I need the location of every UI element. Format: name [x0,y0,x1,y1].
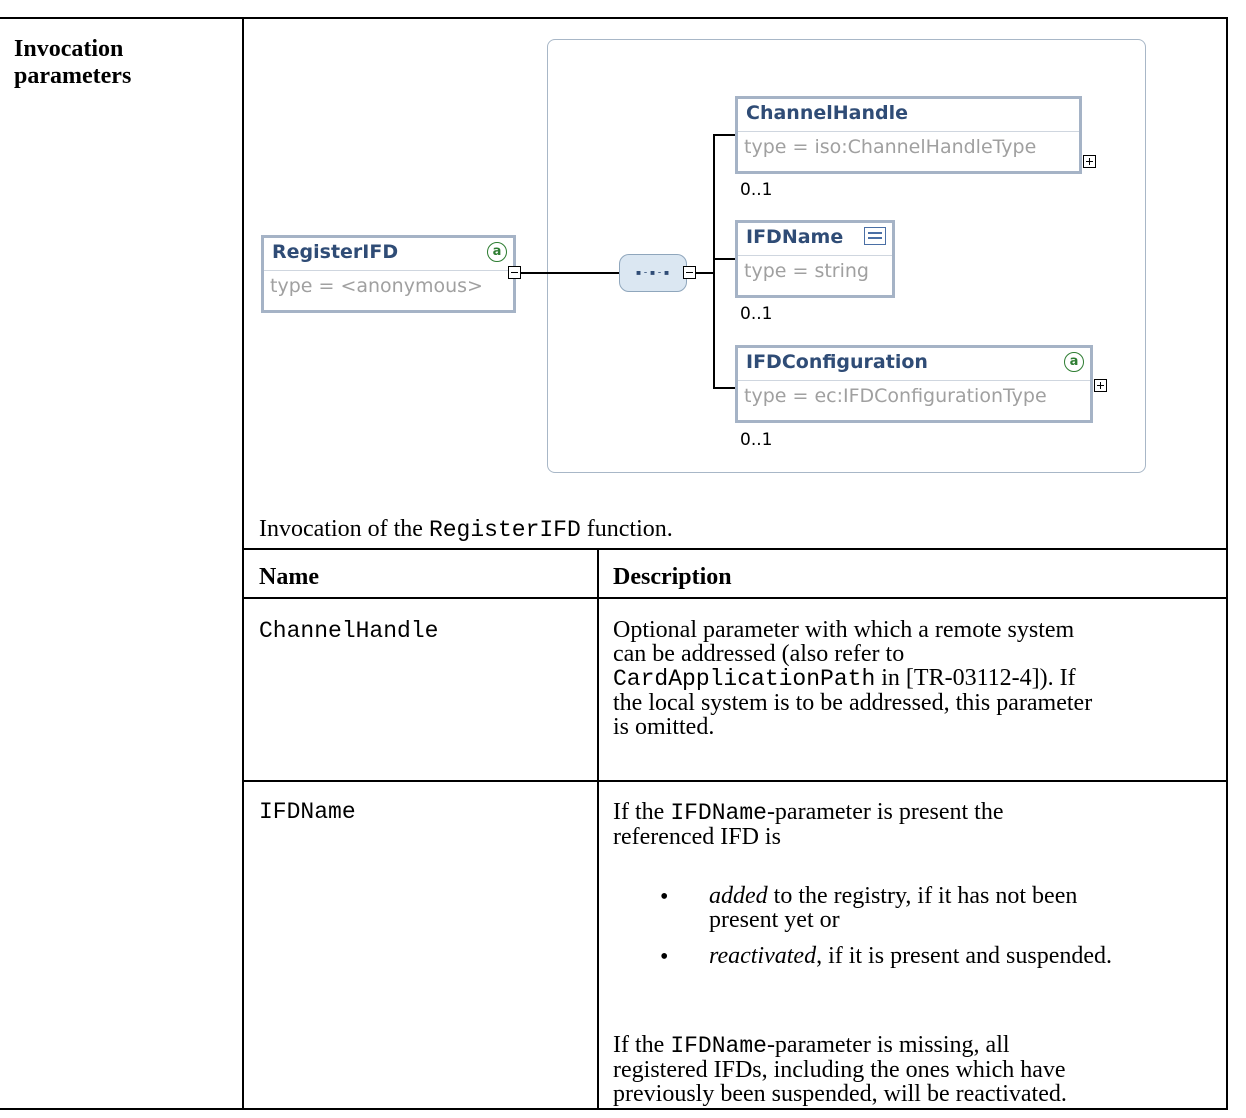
desc-paragraph-1: If the IFDName-parameter is present the … [613,800,1218,849]
child-element-box-ifdconfiguration[interactable]: IFDConfiguration a type = ec:IFDConfigur… [735,345,1093,423]
desc-line: If the IFDName-parameter is missing, all [613,1033,1218,1058]
desc-line: is omitted. [613,714,715,740]
child-element-name-text: IFDName [746,226,844,248]
desc-line: can be addressed (also refer to [613,641,905,667]
desc-line: added to the registry, if it has not bee… [709,884,1219,908]
simple-content-icon [864,227,886,245]
attribute-icon: a [487,242,507,262]
root-element-type: type = <anonymous> [264,270,513,297]
bullet-icon: • [660,884,669,910]
child-occurrence: 0..1 [740,180,773,200]
sequence-dots-icon: ▪-▪-▪ [635,267,671,279]
connector-to-channelhandle [713,134,735,136]
caption-code: RegisterIFD [428,517,581,543]
table-border-right [1226,17,1228,1110]
sequence-compositor-icon[interactable]: ▪-▪-▪ [619,254,687,292]
inner-table-column-divider [597,548,599,1110]
param-description-channelhandle: Optional parameter with which a remote s… [613,618,1218,739]
desc-line: reactivated, if it is present and suspen… [709,944,1224,968]
collapse-icon[interactable] [683,266,696,279]
desc-code: IFDName [670,1033,767,1059]
row-label: Invocation parameters [14,36,132,89]
child-element-type: type = iso:ChannelHandleType [738,131,1079,158]
desc-text: , if it is present and suspended. [816,943,1113,969]
connector-branch-vertical [713,134,715,387]
desc-line: referenced IFD is [613,824,781,850]
inner-table-row-divider [242,780,1227,782]
child-element-box-ifdname[interactable]: IFDName type = string [735,220,895,298]
desc-text: in [TR-03112-4]). If [875,665,1076,691]
desc-text: If the [613,1032,671,1058]
root-element-name: RegisterIFD a [264,238,513,270]
desc-line: CardApplicationPath in [TR-03112-4]). If [613,666,1218,691]
table-border-left-column-divider [242,17,244,1110]
desc-line: Optional parameter with which a remote s… [613,617,1075,643]
param-name-ifdname: IFDName [259,799,356,825]
desc-line: registered IFDs, including the ones whic… [613,1057,1066,1083]
connector-root-to-sequence [516,272,620,274]
root-element-name-text: RegisterIFD [272,241,399,263]
inner-table-header-bottom [242,597,1227,599]
child-occurrence: 0..1 [740,430,773,450]
desc-text: If the [613,799,671,825]
desc-text: to the registry, if it has not been [767,883,1078,909]
desc-text: -parameter is present the [766,799,1004,825]
expand-icon[interactable] [1094,379,1107,392]
caption-text-before: Invocation of the [259,516,429,542]
connector-sequence-to-branch [688,272,714,274]
desc-line: present yet or [709,907,840,933]
bullet-item-reactivated: reactivated, if it is present and suspen… [709,944,1224,968]
bullet-icon: • [660,944,669,970]
desc-emphasis: added [709,883,768,909]
connector-to-ifdconfiguration [713,387,735,389]
bullet-item-added: added to the registry, if it has not bee… [709,884,1219,932]
inner-table-header-top [242,548,1227,550]
diagram-caption: Invocation of the RegisterIFD function. [259,516,673,543]
desc-emphasis: reactivated [709,943,817,969]
child-element-box-channelhandle[interactable]: ChannelHandle type = iso:ChannelHandleTy… [735,96,1082,174]
child-element-name-text: IFDConfiguration [746,351,928,373]
caption-text-after: function. [580,516,673,542]
sequence-frame [547,39,1146,473]
child-element-type: type = ec:IFDConfigurationType [738,380,1090,407]
expand-icon[interactable] [1083,155,1096,168]
child-element-type: type = string [738,255,892,282]
table-border-bottom [0,1108,1228,1110]
desc-text: -parameter is missing, all [766,1032,1010,1058]
column-header-name: Name [259,564,319,590]
attribute-icon: a [1064,352,1084,372]
child-element-name: IFDConfiguration a [738,348,1090,380]
desc-line: the local system is to be addressed, thi… [613,690,1093,716]
connector-to-ifdname [713,258,735,260]
desc-code: CardApplicationPath [613,666,876,692]
column-header-description: Description [613,564,732,590]
child-element-name: ChannelHandle [746,102,908,124]
desc-line: previously been suspended, will be react… [613,1081,1067,1107]
desc-line: If the IFDName-parameter is present the [613,800,1218,825]
collapse-icon[interactable] [508,266,521,279]
desc-code: IFDName [670,800,767,826]
table-border-top [0,17,1228,19]
desc-paragraph-2: If the IFDName-parameter is missing, all… [613,1033,1218,1106]
child-element-name: IFDName [738,223,892,255]
param-name-channelhandle: ChannelHandle [259,618,439,644]
child-occurrence: 0..1 [740,304,773,324]
root-element-box[interactable]: RegisterIFD a type = <anonymous> [261,235,516,313]
